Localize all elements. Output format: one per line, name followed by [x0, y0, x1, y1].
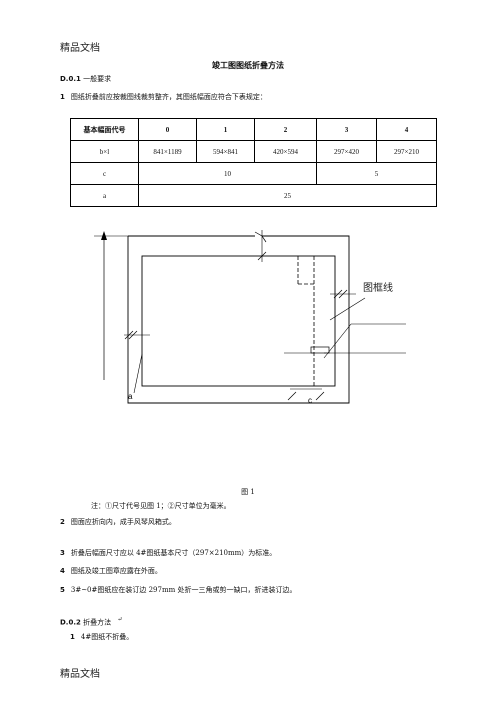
label-c: c [308, 396, 312, 405]
list-item-1: 1 图纸折叠前应按裁图线裁剪整齐，其图纸幅面应符合下表规定： [60, 92, 267, 102]
paper-size-table: 基本幅面代号 0 1 2 3 4 b×l 841×1189 594×841 42… [70, 118, 437, 207]
folding-figure-diagram: a 图框线 c [94, 230, 406, 405]
table-header-cell: 0 [138, 118, 197, 141]
page-footer: 精品文档 [60, 669, 100, 680]
list-item-3: 3 折叠后幅面尺寸应以 4#图纸基本尺寸（297×210mm）为标准。 [60, 548, 276, 558]
table-cell: 297×420 [316, 140, 377, 163]
item-text: 折叠后幅面尺寸应以 4#图纸基本尺寸（297×210mm）为标准。 [70, 549, 277, 557]
list-item-4: 4 图纸及竣工图章应露在外面。 [60, 566, 162, 576]
item-text: 图面应折向内，成手风琴风箱式。 [70, 518, 176, 526]
item-number: 1 [70, 633, 75, 641]
table-header-row: 基本幅面代号 0 1 2 3 4 [70, 118, 437, 141]
table-cell: b×l [70, 140, 139, 163]
figure-note: 注：①尺寸代号见图 1；②尺寸单位为毫米。 [91, 502, 231, 510]
section-heading-d02: D.0.2 折叠方法 ↵ [60, 616, 122, 627]
return-mark-icon: ↵ [117, 616, 123, 623]
list-item-d02-1: 1 4#图纸不折叠。 [70, 632, 133, 642]
tick-mark [315, 391, 325, 401]
table-cell: c [70, 162, 139, 185]
table-row-bxl: b×l 841×1189 594×841 420×594 297×420 297… [70, 140, 437, 163]
leader-diagonal [323, 323, 352, 359]
table-header-cell: 2 [254, 118, 317, 141]
list-item-2: 2 图面应折向内，成手风琴风箱式。 [60, 517, 176, 527]
section-label: 一般要求 [83, 75, 112, 83]
item-number: 1 [60, 93, 65, 101]
leader-frame-line [329, 297, 366, 321]
item-number: 3 [60, 549, 65, 557]
table-row-c: c 10 5 [70, 162, 437, 185]
leader-a [133, 353, 143, 394]
table-cell: 594×841 [196, 140, 255, 163]
table-cell: a [70, 184, 139, 207]
table-header-cell: 4 [376, 118, 437, 141]
section-number: D.0.1 [60, 75, 81, 83]
table-header-cell: 基本幅面代号 [70, 118, 139, 141]
item-number: 5 [60, 586, 65, 594]
label-frame-line: 图框线 [363, 281, 393, 294]
table-header-cell: 3 [316, 118, 377, 141]
arrow-icon [101, 231, 107, 240]
table-cell: 841×1189 [138, 140, 197, 163]
figure-caption: 图 1 [241, 488, 255, 496]
page-header: 精品文档 [60, 43, 100, 54]
item-text: 图纸折叠前应按裁图线裁剪整齐，其图纸幅面应符合下表规定： [70, 93, 267, 101]
item-text: 4#图纸不折叠。 [80, 633, 134, 641]
table-cell: 10 [138, 162, 317, 185]
document-title: 竣工图图纸折叠方法 [212, 60, 284, 70]
section-heading-d01: D.0.1 一般要求 [60, 74, 111, 84]
item-number: 2 [60, 518, 65, 526]
inner-frame [141, 255, 336, 387]
tick-mark [287, 391, 297, 401]
item-number: 4 [60, 567, 65, 575]
table-row-a: a 25 [70, 184, 437, 207]
fold-notch-box [310, 346, 330, 354]
table-cell: 420×594 [254, 140, 317, 163]
section-number: D.0.2 [60, 618, 81, 627]
top-hook [254, 231, 267, 243]
outer-border [127, 235, 350, 404]
table-cell: 5 [316, 162, 437, 185]
item-text: 3#~0#图纸应在装订边 297mm 处折一三角或剪一缺口，折进装订边。 [70, 586, 297, 594]
list-item-5: 5 3#~0#图纸应在装订边 297mm 处折一三角或剪一缺口，折进装订边。 [60, 585, 296, 595]
table-cell: 297×210 [376, 140, 437, 163]
table-header-cell: 1 [196, 118, 255, 141]
tick-mark [257, 251, 267, 261]
table-cell: 25 [138, 184, 437, 207]
label-a: a [128, 392, 133, 401]
item-text: 图纸及竣工图章应露在外面。 [70, 567, 162, 575]
section-label: 折叠方法 [83, 618, 112, 627]
